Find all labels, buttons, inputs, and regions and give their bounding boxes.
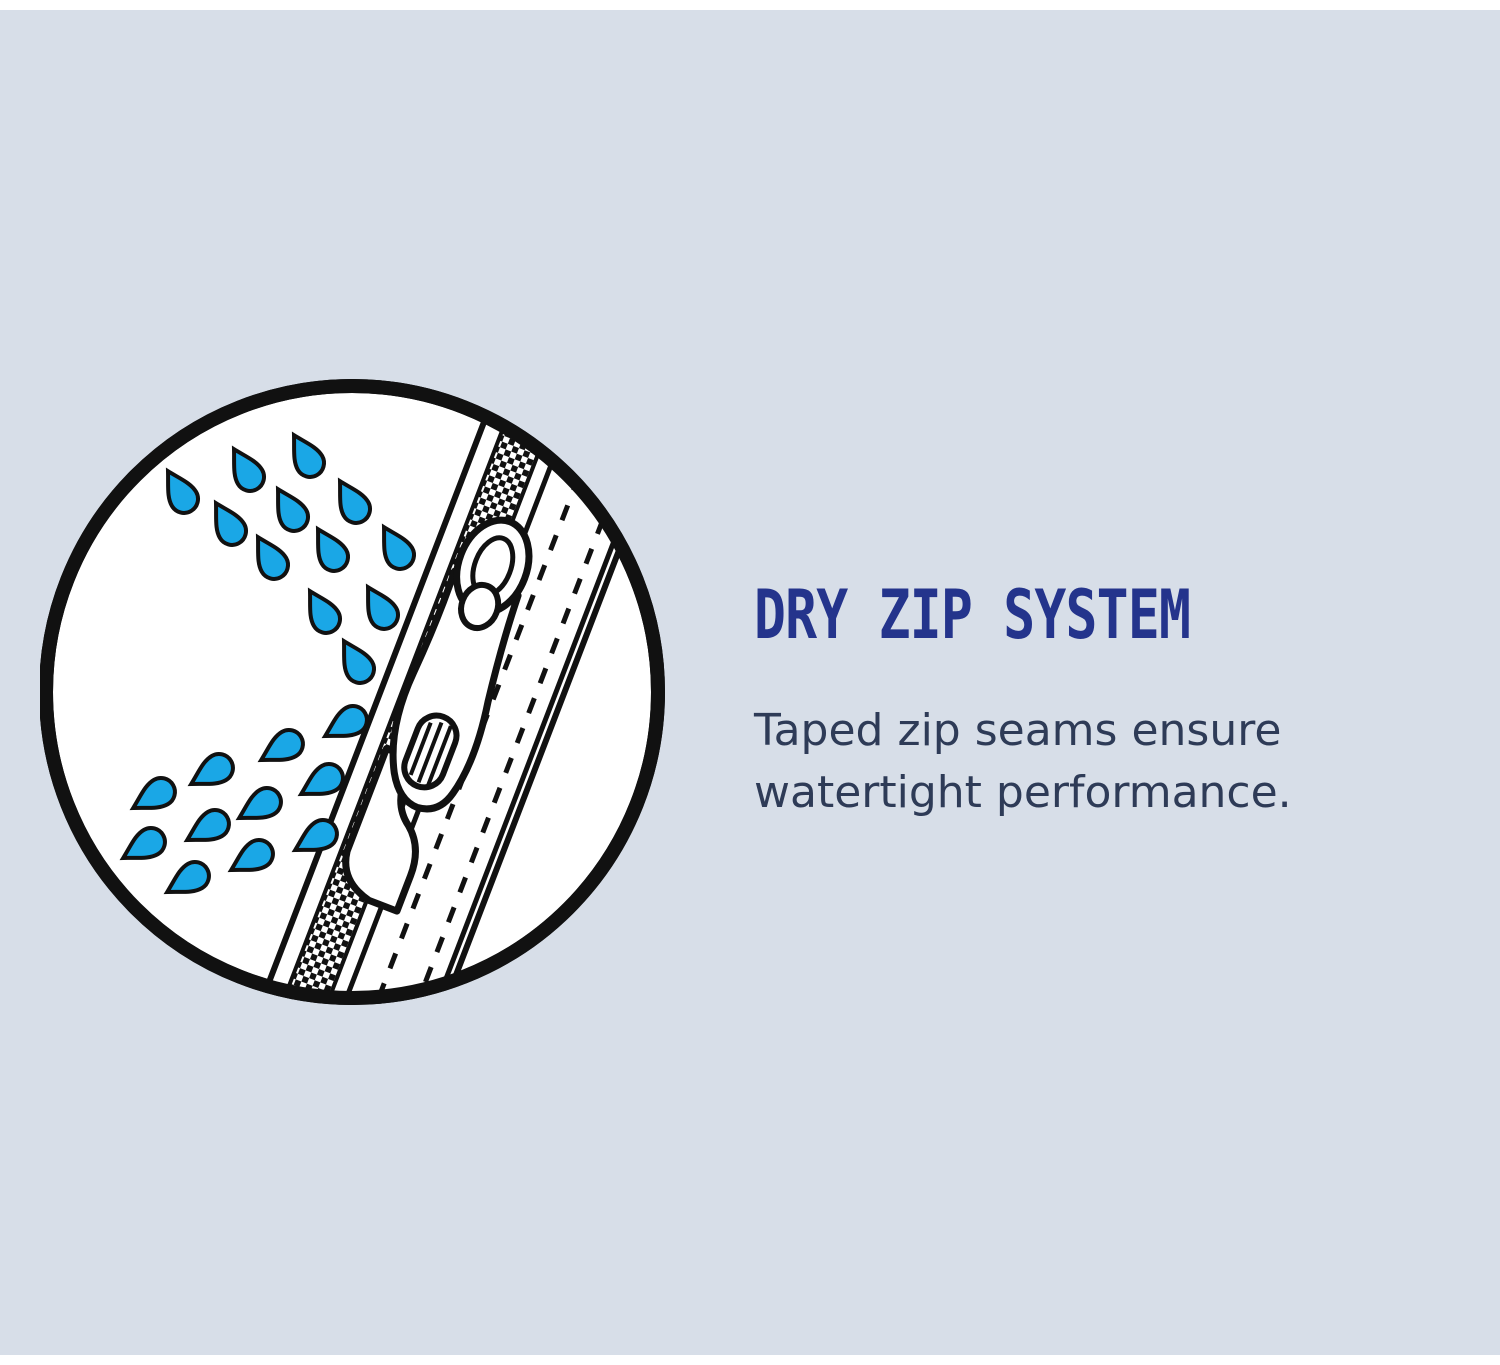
feature-panel: DRY ZIP SYSTEM Taped zip seams ensure wa… xyxy=(0,10,1500,1355)
feature-description: Taped zip seams ensure watertight perfor… xyxy=(754,705,1292,818)
feature-title: DRY ZIP SYSTEM xyxy=(754,576,1191,655)
waterproof-zip-icon xyxy=(40,372,666,1008)
